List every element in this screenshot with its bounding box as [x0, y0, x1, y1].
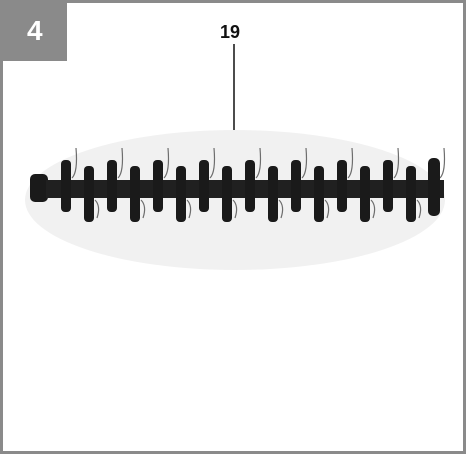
blade-spring-tine: [209, 147, 216, 179]
blade-spring-tine: [393, 147, 400, 179]
blade-spring-tine: [370, 199, 376, 219]
blade-disc: [61, 160, 71, 212]
blade-spring-tine: [278, 199, 284, 219]
roller-end-hub: [428, 158, 440, 216]
blade-disc: [176, 166, 186, 222]
blade-spring-tine: [163, 147, 170, 179]
blade-disc: [153, 160, 163, 212]
blade-disc: [314, 166, 324, 222]
roller-axle-end: [30, 174, 48, 202]
step-number-badge: 4: [0, 0, 67, 61]
blade-disc: [245, 160, 255, 212]
blade-spring-tine: [347, 147, 354, 179]
blade-disc: [107, 160, 117, 212]
blade-disc: [360, 166, 370, 222]
blade-disc: [130, 166, 140, 222]
callout-label: 19: [220, 22, 241, 42]
blade-disc: [199, 160, 209, 212]
blade-spring-tine: [140, 199, 146, 219]
blade-disc: [383, 160, 393, 212]
blade-disc: [291, 160, 301, 212]
blade-spring-tine: [255, 147, 262, 179]
blade-spring-tine: [439, 147, 446, 179]
blade-disc: [222, 166, 232, 222]
blade-spring-tine: [94, 199, 100, 219]
blade-disc: [84, 166, 94, 222]
roller-blades: [61, 147, 446, 222]
blade-spring-tine: [324, 199, 330, 219]
blade-spring-tine: [186, 199, 192, 219]
blade-disc: [406, 166, 416, 222]
blade-spring-tine: [301, 147, 308, 179]
blade-spring-tine: [416, 199, 422, 219]
blade-disc: [268, 166, 278, 222]
blade-spring-tine: [117, 147, 124, 179]
blade-disc: [337, 160, 347, 212]
blade-spring-tine: [232, 199, 238, 219]
blade-spring-tine: [71, 147, 78, 179]
